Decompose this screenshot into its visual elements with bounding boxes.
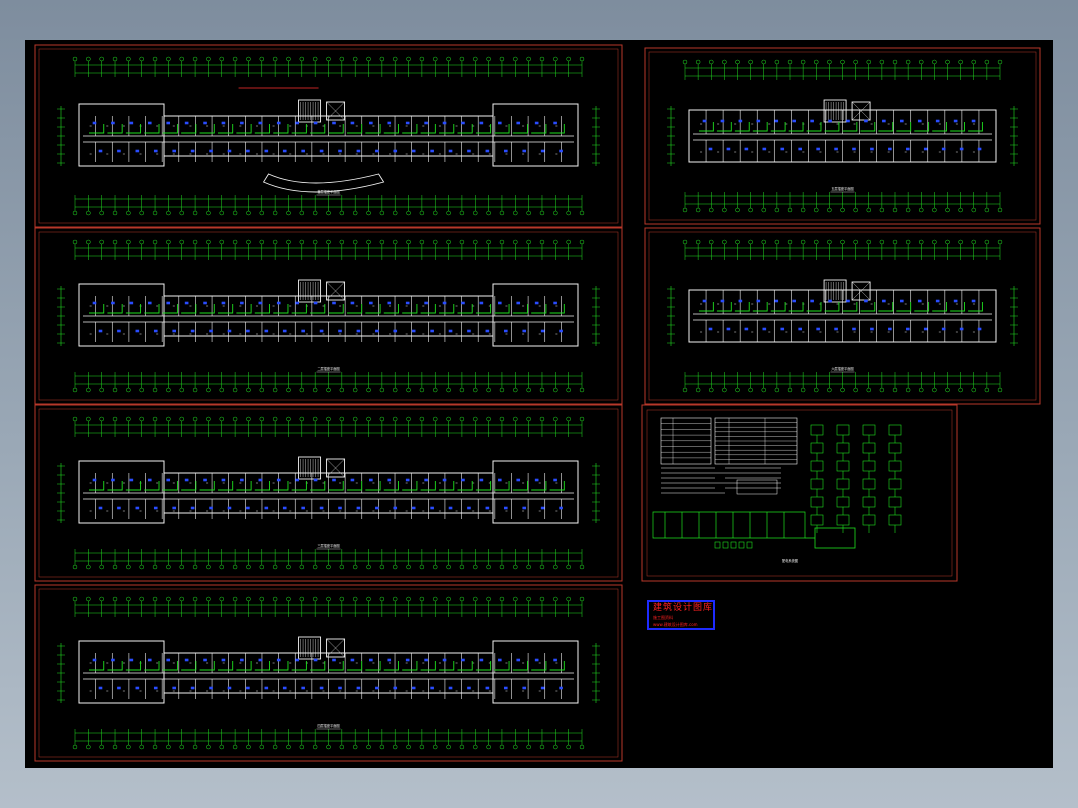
floor-plan-sheet-4[interactable]: 四层插座平面图 xyxy=(34,584,623,762)
sheet-title: 首层插座平面图 xyxy=(317,189,339,194)
floor-plan-sheet-3[interactable]: 三层插座平面图 xyxy=(34,404,623,582)
floor-plan-sheet-6[interactable]: 六层插座平面图 xyxy=(644,227,1041,405)
floor-plan-sheet-1[interactable]: 首层插座平面图 xyxy=(34,44,623,228)
sheet-title: 六层插座平面图 xyxy=(831,366,853,371)
sheet-title: 三层插座平面图 xyxy=(317,543,339,548)
stamp-title: 建筑设计图库 xyxy=(653,603,714,613)
stamp-url: www.建筑设计图库.com xyxy=(653,622,698,627)
system-diagram-sheet[interactable]: 配电系统图 xyxy=(641,404,958,582)
system-sheet-title: 配电系统图 xyxy=(782,558,798,563)
floor-plan-sheet-2[interactable]: 二层插座平面图 xyxy=(34,227,623,405)
cad-model-space[interactable]: 首层插座平面图二层插座平面图三层插座平面图四层插座平面图 五层插座平面图六层插座平… xyxy=(25,40,1053,768)
sheet-title: 四层插座平面图 xyxy=(317,723,339,728)
floor-plan-sheet-5[interactable]: 五层插座平面图 xyxy=(644,47,1041,225)
sheet-title: 五层插座平面图 xyxy=(831,186,853,191)
stamp-subtitle: 施工图资料 xyxy=(653,615,673,620)
sheet-title: 二层插座平面图 xyxy=(317,366,339,371)
watermark-stamp: 建筑设计图库 施工图资料 www.建筑设计图库.com xyxy=(647,600,715,630)
